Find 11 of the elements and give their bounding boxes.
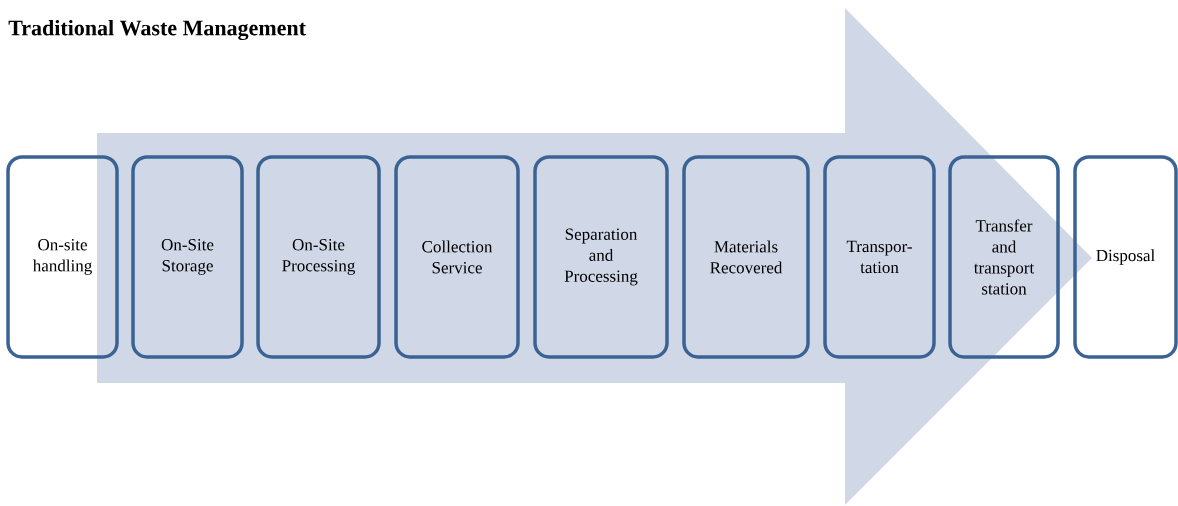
- process-box: Transpor- tation: [823, 155, 936, 359]
- process-box: Separation and Processing: [533, 155, 669, 359]
- process-box: On-Site Storage: [131, 155, 244, 359]
- block-arrow: [97, 8, 1092, 505]
- process-box: On-Site Processing: [256, 155, 381, 359]
- process-box: Materials Recovered: [682, 155, 810, 359]
- process-box: Transfer and transport station: [948, 155, 1060, 359]
- title: Traditional Waste Management: [8, 19, 306, 41]
- process-box: Collection Service: [394, 155, 520, 359]
- process-box: Disposal: [1073, 155, 1178, 359]
- process-box: On-site handling: [6, 155, 119, 359]
